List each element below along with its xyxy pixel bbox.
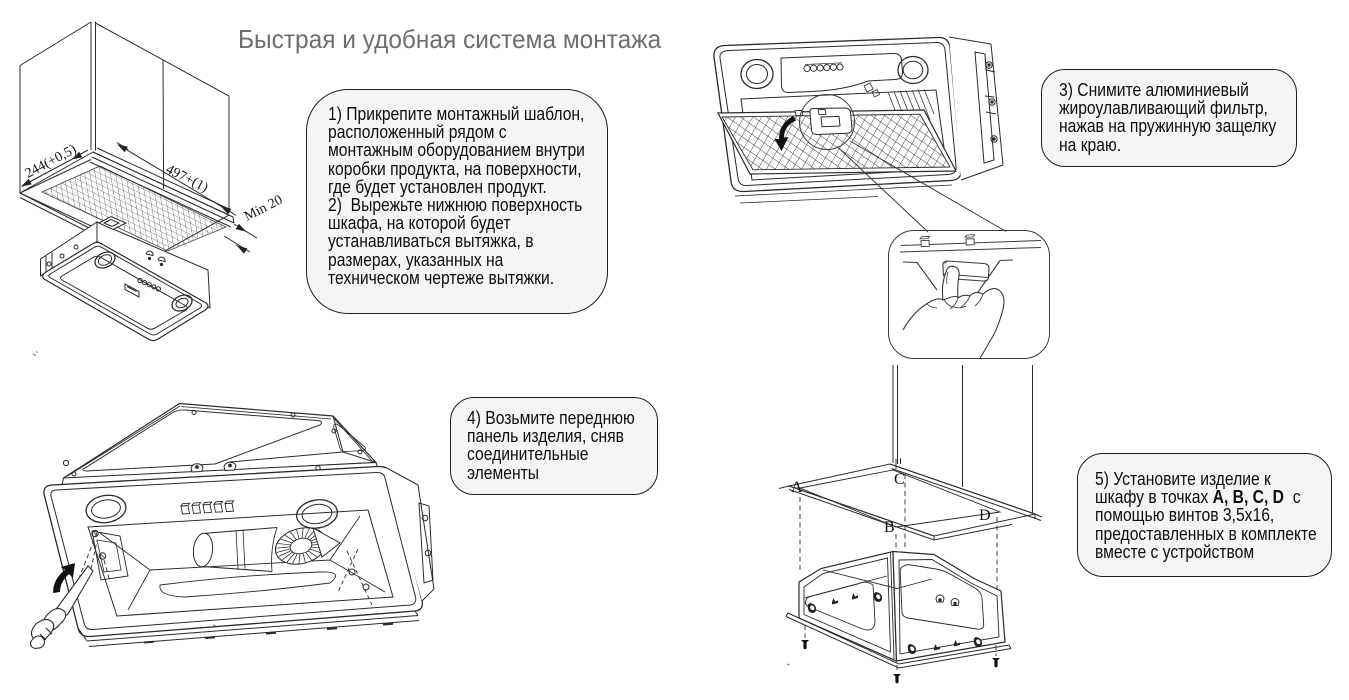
svg-text:A: A — [791, 479, 803, 496]
svg-text:Min 20: Min 20 — [242, 193, 285, 225]
svg-text:D: D — [979, 507, 991, 524]
svg-text:B: B — [884, 519, 895, 536]
svg-text:C: C — [894, 471, 905, 488]
